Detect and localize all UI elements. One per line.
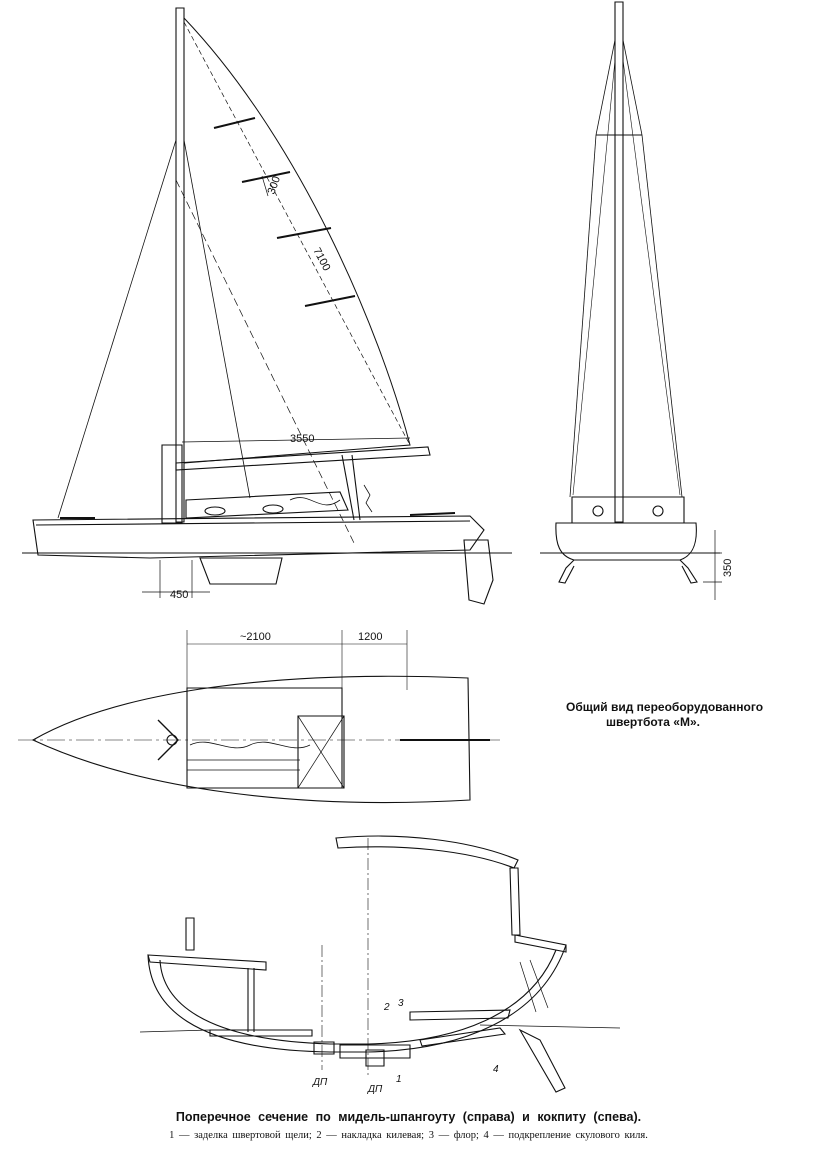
label-dp-left: ДП	[312, 1077, 328, 1088]
side-elevation	[22, 8, 512, 604]
label-4: 4	[493, 1064, 499, 1075]
plan-view	[18, 630, 500, 803]
dim-1200: 1200	[358, 631, 382, 643]
section-caption: Поперечное сечение по мидель-шпангоуту (…	[175, 1110, 642, 1124]
dim-300: 300	[266, 175, 284, 196]
label-3: 3	[398, 998, 404, 1009]
section-legend: 1 — заделка швертовой щели; 2 — накладка…	[169, 1130, 648, 1141]
general-view-caption: Общий вид переоборудованного швертбота «…	[566, 700, 806, 730]
label-1: 1	[396, 1074, 402, 1085]
dim-2100: ~2100	[240, 631, 271, 643]
dim-7100: 7100	[310, 246, 332, 273]
general-view-caption-line2: швертбота «М».	[606, 715, 700, 729]
dim-3550: 3550	[290, 433, 314, 445]
label-dp-right: ДП	[367, 1084, 383, 1095]
front-elevation	[540, 2, 722, 600]
dim-350: 350	[722, 559, 734, 577]
boat-drawing: 300 7100 3550 450 350 ~2100 1200 ДП ДП 1…	[0, 0, 734, 1095]
cross-section	[140, 836, 620, 1092]
general-view-caption-line1: Общий вид переоборудованного	[566, 700, 764, 714]
label-2: 2	[383, 1002, 390, 1013]
dim-450: 450	[170, 589, 188, 601]
